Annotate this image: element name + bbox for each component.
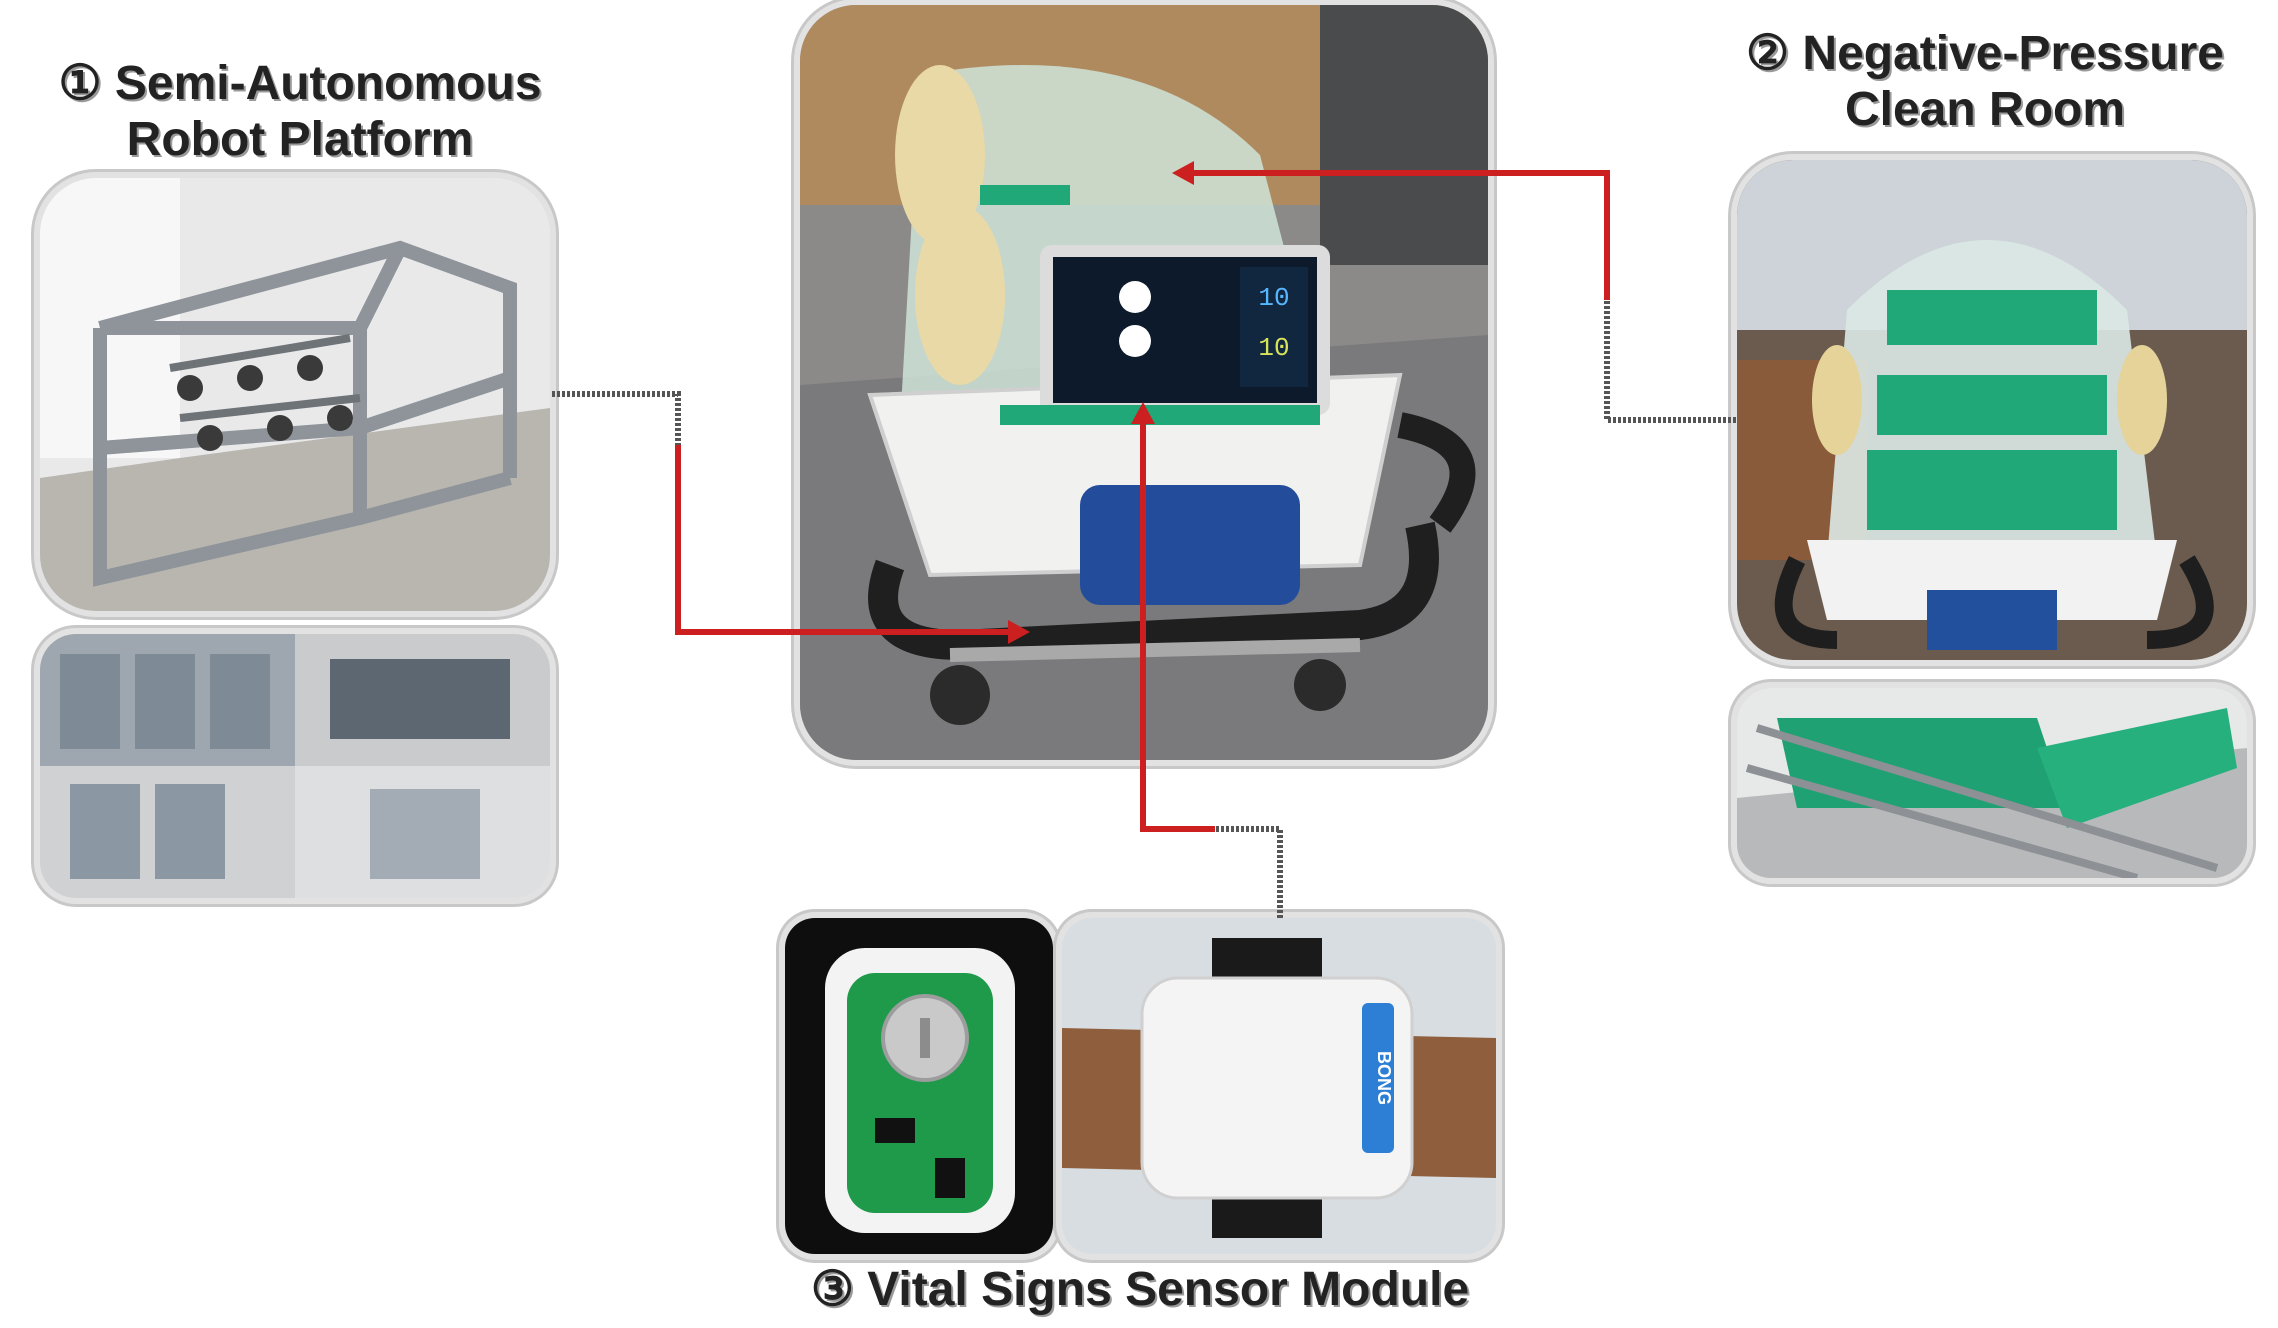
wrist-device-photo: BONG [1062,918,1496,1254]
clean-room-connector-gray [1604,300,1736,423]
sensor-arrowhead [1131,402,1155,424]
clean-room-photo [1737,160,2247,660]
robot-connector-gray [552,391,681,445]
sensor-board-photo [785,918,1053,1254]
clean-room-arrowhead [1172,161,1194,185]
clean-room-number: ② [1746,27,1790,80]
sensor-module-label: ③ Vital Signs Sensor Module [700,1262,1580,1318]
clean-room-connector-red [1185,170,1610,300]
clean-room-label: ② Negative-Pressure Clean Room [1690,26,2278,138]
clean-room-detail-photo [1737,688,2247,878]
device-brand-text: BONG [1374,1051,1394,1105]
robot-frame-photo [40,178,550,611]
sensor-module-number: ③ [810,1263,854,1316]
screen-readout-top: 10 [1258,283,1289,313]
robot-platform-line1: Semi-Autonomous [114,57,542,110]
robot-platform-label: ① Semi-Autonomous Robot Platform [0,56,600,168]
sensor-connector-gray [1215,826,1283,918]
robot-platform-number: ① [58,57,102,110]
sensor-connector-red [1140,414,1215,832]
robot-parts-collage [40,634,550,898]
robot-connector-red [675,445,1018,635]
clean-room-line2: Clean Room [1844,83,2126,136]
robot-platform-line2: Robot Platform [126,113,474,166]
clean-room-line1: Negative-Pressure [1802,27,2224,80]
robot-arrowhead [1008,620,1030,644]
screen-readout-bottom: 10 [1258,333,1289,363]
sensor-module-text: Vital Signs Sensor Module [867,1263,1470,1316]
